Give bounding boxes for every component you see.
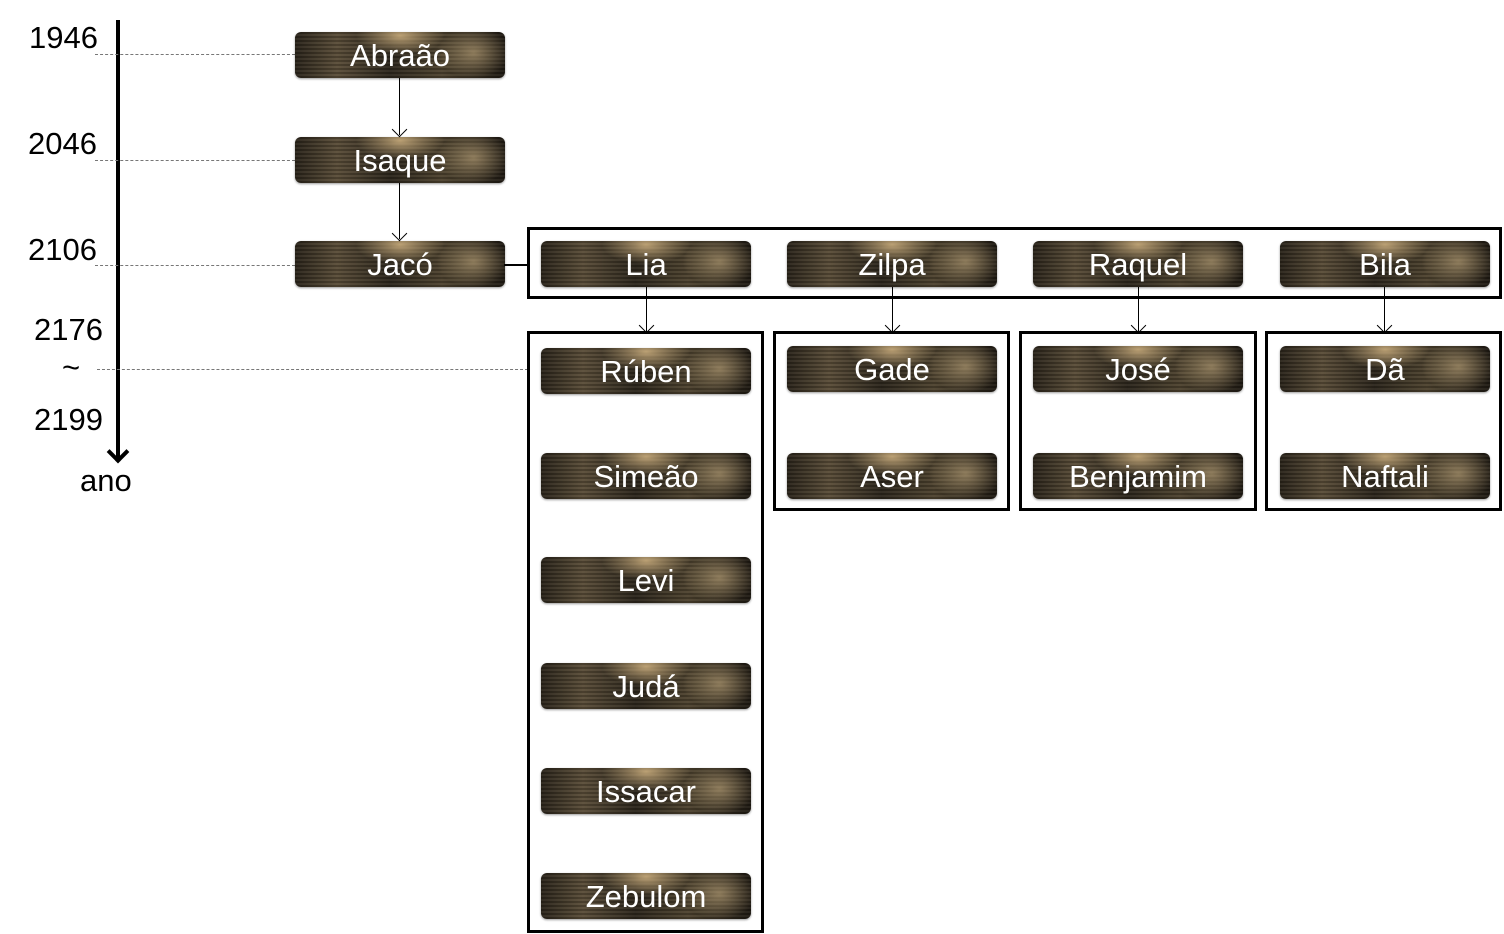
node-zilpa: Zilpa bbox=[787, 241, 997, 287]
timeline-arrowhead-icon bbox=[106, 440, 130, 464]
node-bila: Bila bbox=[1280, 241, 1490, 287]
sons-group-raquel bbox=[1019, 331, 1257, 511]
year-label-2176: 2176 bbox=[34, 312, 103, 347]
node-aser: Aser bbox=[787, 453, 997, 499]
guide-line-isaque bbox=[95, 160, 295, 161]
axis-label: ano bbox=[80, 463, 132, 498]
node-simeao: Simeão bbox=[541, 453, 751, 499]
node-ruben: Rúben bbox=[541, 348, 751, 394]
node-jaco: Jacó bbox=[295, 241, 505, 287]
connector-bila-sons bbox=[1384, 287, 1385, 331]
node-lia: Lia bbox=[541, 241, 751, 287]
year-label-2106: 2106 bbox=[28, 232, 97, 267]
guide-line-abraao bbox=[95, 54, 295, 55]
node-juda: Judá bbox=[541, 663, 751, 709]
node-benjamim: Benjamim bbox=[1033, 453, 1243, 499]
node-jose: José bbox=[1033, 346, 1243, 392]
node-isaque: Isaque bbox=[295, 137, 505, 183]
connector-isaque-jaco bbox=[399, 183, 400, 239]
node-issacar: Issacar bbox=[541, 768, 751, 814]
node-naftali: Naftali bbox=[1280, 453, 1490, 499]
sons-group-lia bbox=[527, 331, 764, 933]
sons-group-bila bbox=[1265, 331, 1502, 511]
timeline-axis bbox=[116, 20, 120, 460]
arrowhead-icon bbox=[391, 121, 408, 138]
year-label-2046: 2046 bbox=[28, 126, 97, 161]
node-abraao: Abraão bbox=[295, 32, 505, 78]
wives-group bbox=[527, 227, 1502, 299]
connector-raquel-sons bbox=[1138, 287, 1139, 331]
guide-line-jaco bbox=[95, 265, 295, 266]
arrowhead-icon bbox=[391, 225, 408, 242]
guide-line-sons bbox=[97, 369, 528, 370]
node-levi: Levi bbox=[541, 557, 751, 603]
connector-abraao-isaque bbox=[399, 78, 400, 135]
year-label-2199: 2199 bbox=[34, 402, 103, 437]
node-gade: Gade bbox=[787, 346, 997, 392]
connector-jaco-wives bbox=[504, 264, 529, 266]
node-da: Dã bbox=[1280, 346, 1490, 392]
connector-lia-sons bbox=[646, 287, 647, 331]
year-label-1946: 1946 bbox=[29, 20, 98, 55]
connector-zilpa-sons bbox=[892, 287, 893, 331]
node-zebulom: Zebulom bbox=[541, 873, 751, 919]
year-range-tilde: ~ bbox=[62, 350, 81, 385]
sons-group-zilpa bbox=[773, 331, 1010, 511]
node-raquel: Raquel bbox=[1033, 241, 1243, 287]
